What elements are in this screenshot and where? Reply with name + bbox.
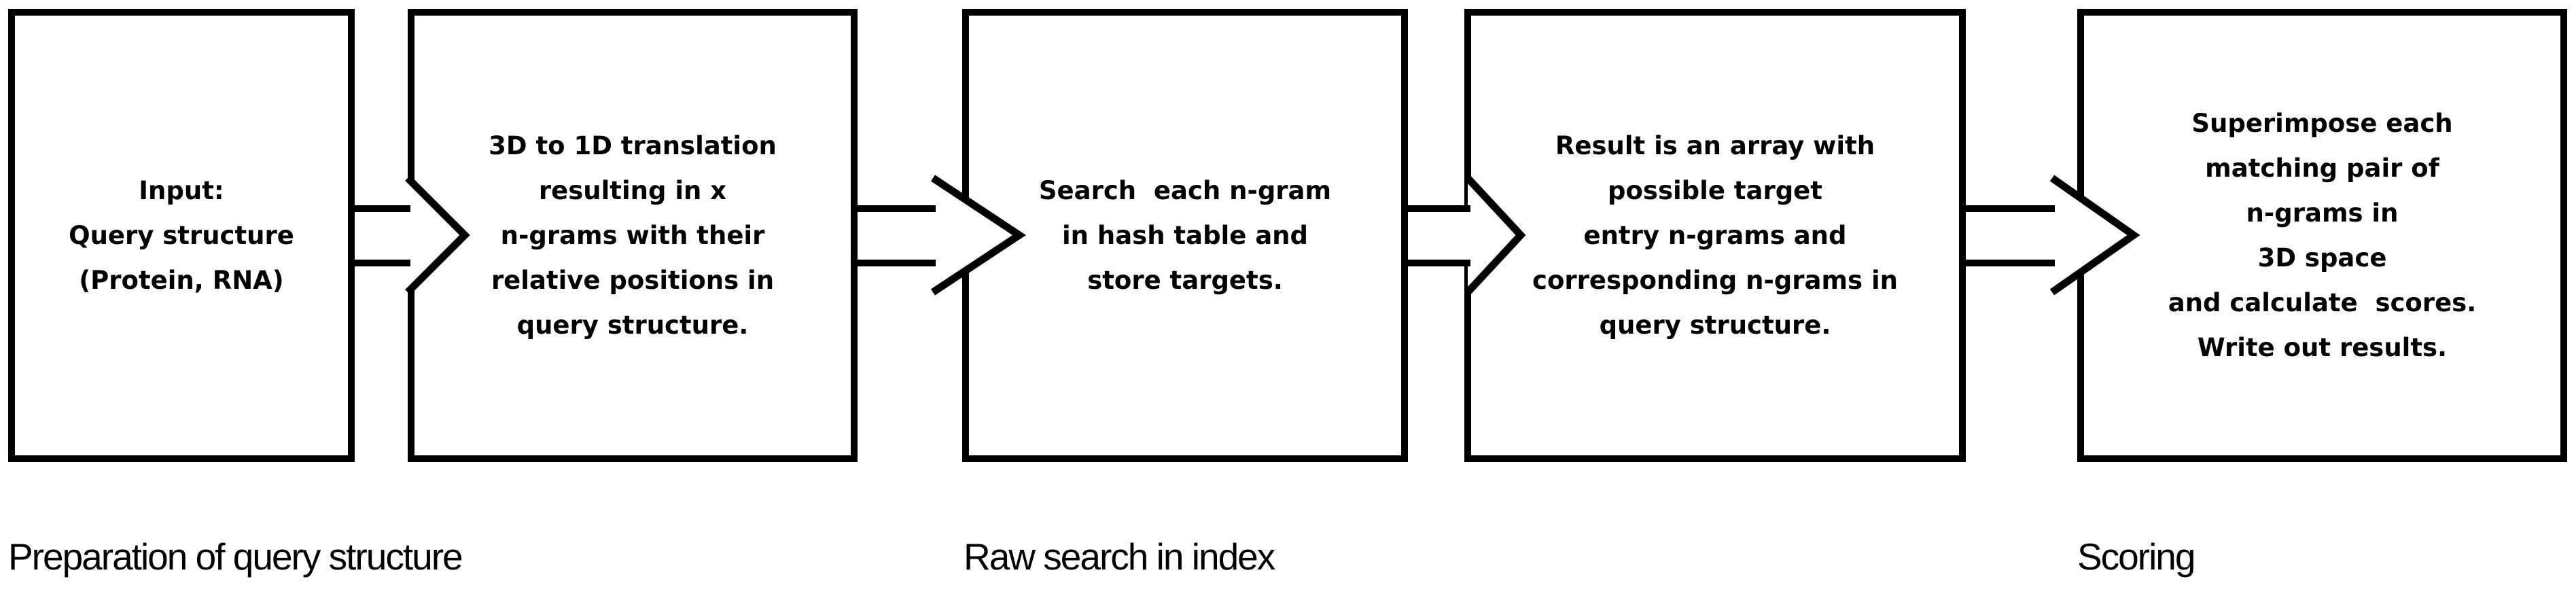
flow-arrow-2-right-icon: [851, 175, 1026, 296]
stage-label-preparation: Preparation of query structure: [8, 536, 463, 578]
process-box-input-text: Input: Query structure (Protein, RNA): [69, 175, 294, 295]
process-box-superimpose: Superimpose each matching pair of n-gram…: [2077, 9, 2567, 462]
process-box-input: Input: Query structure (Protein, RNA): [8, 9, 355, 462]
process-box-result-array: Result is an array with possible target …: [1464, 9, 1966, 462]
flow-arrow-4-right-icon: [1959, 175, 2140, 296]
flow-arrow-1-right-icon: [348, 175, 470, 295]
process-box-superimpose-text: Superimpose each matching pair of n-gram…: [2168, 108, 2477, 362]
stage-label-scoring: Scoring: [2077, 536, 2195, 578]
stage-label-raw-search: Raw search in index: [964, 536, 1275, 578]
process-box-hash-search: Search each n-gram in hash table and sto…: [962, 9, 1408, 462]
process-box-hash-search-text: Search each n-gram in hash table and sto…: [1038, 175, 1332, 295]
process-box-result-array-text: Result is an array with possible target …: [1532, 130, 1898, 340]
process-box-translation-text: 3D to 1D translation resulting in x n-gr…: [489, 130, 777, 340]
flow-arrow-3-right-icon: [1401, 175, 1526, 295]
process-box-translation: 3D to 1D translation resulting in x n-gr…: [408, 9, 858, 462]
